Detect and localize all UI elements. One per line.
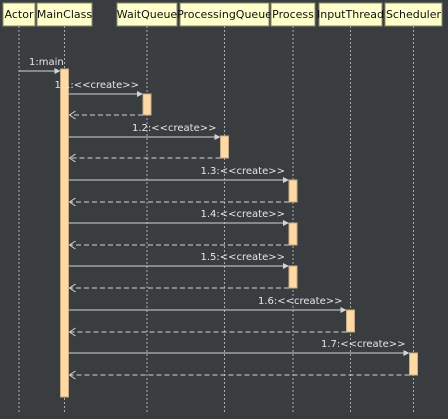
message-7-arrowhead bbox=[340, 307, 347, 313]
lifeline-input-box[interactable] bbox=[318, 2, 383, 27]
lifeline-main-box[interactable] bbox=[36, 2, 93, 27]
message-2-arrowhead bbox=[137, 91, 143, 97]
message-2-label: 1.1:<<create>> bbox=[54, 80, 139, 91]
activation-process-3 bbox=[288, 265, 298, 289]
activation-process-2 bbox=[288, 222, 298, 246]
return-8-arrowhead bbox=[68, 370, 76, 380]
lifeline-scheduler-box[interactable] bbox=[384, 2, 443, 27]
lifeline-input-label: InputThread bbox=[317, 8, 384, 21]
activation-input-1 bbox=[346, 309, 355, 333]
return-4-arrowhead bbox=[68, 197, 76, 207]
return-3-arrowhead bbox=[68, 153, 76, 163]
lifeline-wait-label: WaitQueue bbox=[117, 8, 178, 21]
return-6-arrowhead bbox=[68, 283, 76, 293]
message-1-label: 1:main bbox=[29, 57, 64, 68]
lifeline-scheduler-label: Scheduler bbox=[386, 8, 442, 21]
lifeline-process-label: Process bbox=[272, 8, 314, 21]
return-5-arrowhead bbox=[68, 240, 76, 250]
message-4-label: 1.3:<<create>> bbox=[200, 166, 285, 177]
lifeline-wait-box[interactable] bbox=[116, 2, 178, 27]
message-5-label: 1.4:<<create>> bbox=[200, 209, 285, 220]
message-5-arrowhead bbox=[283, 220, 289, 226]
activation-wait-1 bbox=[142, 93, 152, 116]
activations-layer bbox=[60, 68, 418, 398]
lifeline-main-label: MainClass bbox=[37, 8, 92, 21]
lifeline-processing-box[interactable] bbox=[179, 2, 270, 27]
return-7-arrowhead bbox=[68, 327, 76, 337]
message-3-arrowhead bbox=[214, 134, 221, 140]
message-8-label: 1.7:<<create>> bbox=[321, 339, 406, 350]
return-2-arrowhead bbox=[68, 110, 76, 120]
lifeline-actor-label: Actor bbox=[5, 8, 34, 21]
message-8-arrowhead bbox=[403, 350, 410, 356]
lifeline-processing-label: ProcessingQueue bbox=[177, 8, 272, 21]
lifeline-actor-box[interactable] bbox=[2, 2, 36, 27]
activation-process-1 bbox=[288, 179, 298, 203]
message-1-arrowhead bbox=[54, 68, 61, 74]
activation-scheduler-1 bbox=[409, 352, 418, 376]
message-7-label: 1.6:<<create>> bbox=[258, 296, 343, 307]
message-3-label: 1.2:<<create>> bbox=[132, 123, 217, 134]
activation-processing-1 bbox=[220, 135, 229, 159]
activation-main-1 bbox=[60, 68, 69, 398]
message-4-arrowhead bbox=[283, 177, 289, 183]
message-6-label: 1.5:<<create>> bbox=[200, 252, 285, 263]
messages-layer: 1:main 1.1:<<create>> 1.2:<<create>> 1.3:<<… bbox=[19, 57, 410, 380]
message-6-arrowhead bbox=[283, 263, 289, 269]
lifeline-process-box[interactable] bbox=[270, 2, 316, 27]
